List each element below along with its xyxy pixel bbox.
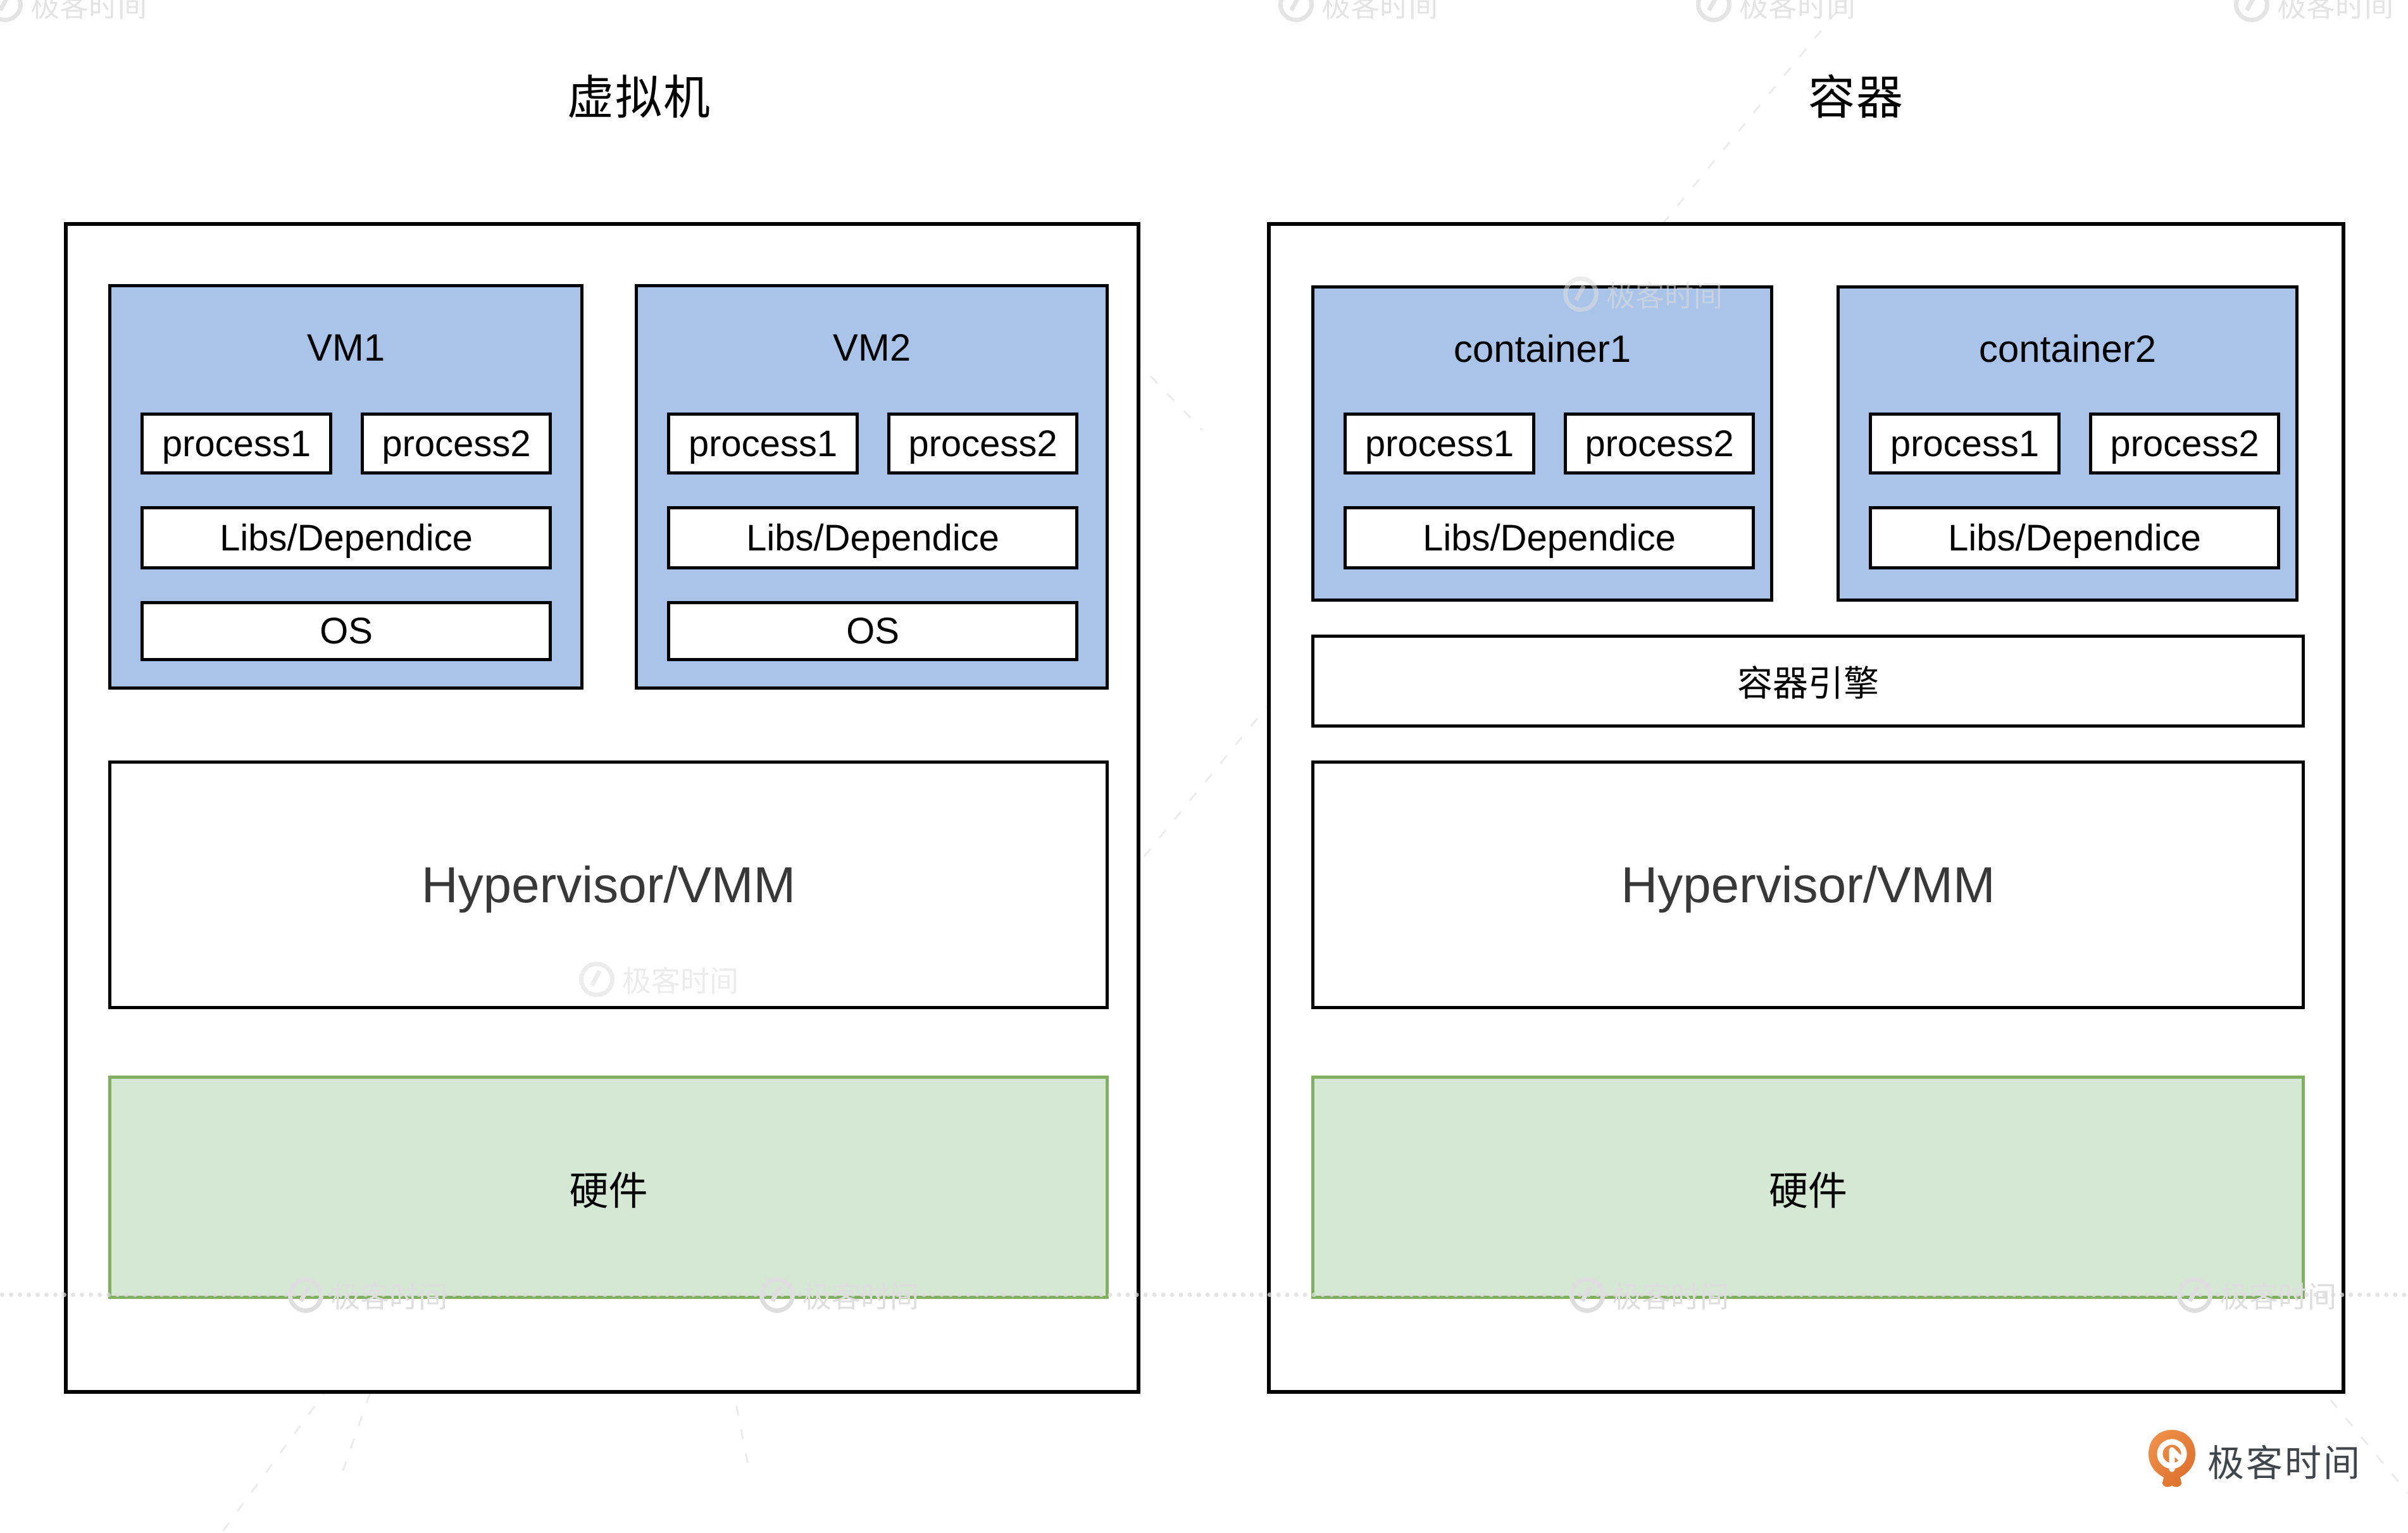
watermark-text: 极客时间: [622, 965, 739, 998]
vm1-os-box: OS: [140, 601, 552, 661]
watermark-mark: 极客时间: [1563, 273, 1723, 315]
watermark-mark: 极客时间: [1696, 0, 1856, 25]
watermark-mark: 极客时间: [1569, 1274, 1729, 1316]
vm2-title: VM2: [832, 326, 911, 369]
watermark-text: 极客时间: [1613, 1281, 1729, 1313]
watermark-mark: 极客时间: [0, 0, 147, 25]
watermark-logo-icon: [1563, 276, 1599, 312]
container2-libs-box: Libs/Dependice: [1869, 506, 2280, 569]
watermark-mark: 极客时间: [288, 1274, 447, 1316]
left-hardware-box: 硬件: [108, 1076, 1109, 1299]
container1-process2-box: process2: [1564, 413, 1755, 475]
watermark-mark: 极客时间: [2234, 0, 2393, 25]
watermark-logo-icon: [579, 962, 614, 997]
geektime-logo-icon: [2149, 1430, 2195, 1487]
right-column-title: 容器: [1808, 71, 1904, 124]
container2-process2-box: process2: [2089, 413, 2280, 475]
container2-process1-box: process1: [1869, 413, 2061, 475]
watermark-mark: 极客时间: [759, 1274, 919, 1316]
watermark-mark: 极客时间: [579, 959, 739, 1000]
geektime-logo-text: 极客时间: [2207, 1443, 2362, 1484]
container2-title: container2: [1978, 327, 2157, 370]
watermark-dotted-line: [0, 1293, 2408, 1297]
watermark-text: 极客时间: [1739, 0, 1856, 23]
watermark-logo-icon: [1569, 1277, 1605, 1313]
watermark-text: 极客时间: [802, 1281, 919, 1313]
watermark-logo-icon: [288, 1277, 323, 1313]
container1-libs-box: Libs/Dependice: [1344, 506, 1755, 569]
container1-title: container1: [1453, 327, 1631, 370]
container1-process1-box: process1: [1344, 413, 1535, 475]
right-hypervisor-box: Hypervisor/VMM: [1311, 760, 2305, 1009]
right-hardware-box: 硬件: [1311, 1076, 2305, 1299]
watermark-text: 极客时间: [2277, 0, 2393, 23]
watermark-logo-icon: [1696, 0, 1731, 22]
vm2-process1-box: process1: [667, 413, 859, 475]
watermark-text: 极客时间: [1321, 0, 1438, 23]
container-engine-box: 容器引擎: [1311, 635, 2305, 728]
left-column-title: 虚拟机: [567, 71, 711, 124]
watermark-logo-icon: [0, 0, 23, 22]
watermark-text: 极客时间: [331, 1281, 447, 1313]
watermark-mark: 极客时间: [1278, 0, 1438, 25]
vm2-process2-box: process2: [887, 413, 1078, 475]
vm2-libs-box: Libs/Dependice: [667, 506, 1078, 569]
vm2-os-box: OS: [667, 601, 1078, 661]
geektime-logo: 极客时间: [2147, 1429, 2362, 1492]
watermark-text: 极客时间: [2220, 1281, 2336, 1313]
watermark-logo-icon: [2234, 0, 2269, 22]
vm1-process2-box: process2: [361, 413, 552, 475]
watermark-text: 极客时间: [1606, 280, 1723, 313]
watermark-logo-icon: [2177, 1277, 2212, 1313]
watermark-logo-icon: [1278, 0, 1314, 22]
vm1-title: VM1: [306, 326, 385, 369]
vm1-process1-box: process1: [140, 413, 332, 475]
watermark-mark: 极客时间: [2177, 1274, 2336, 1316]
watermark-logo-icon: [759, 1277, 795, 1313]
watermark-text: 极客时间: [30, 0, 147, 23]
vm1-libs-box: Libs/Dependice: [140, 506, 552, 569]
